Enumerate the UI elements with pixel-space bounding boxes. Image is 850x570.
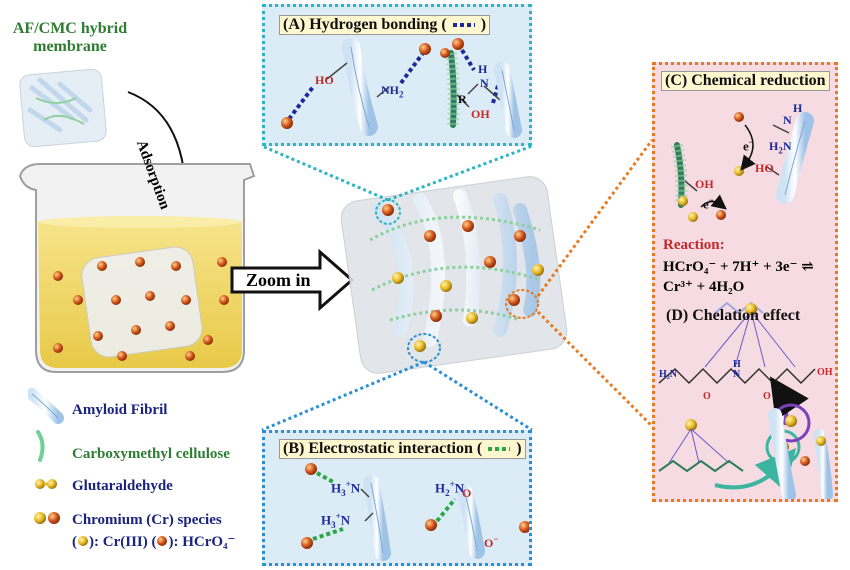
beaker	[18, 163, 256, 373]
legend-chromium-detail-a: (	[72, 534, 77, 550]
zoom-circle-b	[407, 333, 441, 363]
label-amine-n: N	[480, 76, 489, 90]
connector-a	[261, 144, 533, 202]
panel-a-drawing	[281, 38, 509, 136]
label-h3n-top-n: N	[350, 480, 361, 496]
label-ho: HO	[315, 73, 334, 87]
label-h3n-top: H3+N	[331, 479, 361, 498]
panel-c-title: (C) Chemical reduction	[661, 71, 830, 91]
label-c-n: N	[783, 113, 792, 127]
label-d-oh: OH	[817, 367, 833, 378]
label-b-o-minus-o: O	[484, 536, 494, 550]
legend-cmc: Carboxymethyl cellulose	[72, 446, 230, 462]
label-amine-h: H	[478, 62, 488, 76]
label-b-o-minus: O−	[484, 534, 499, 550]
label-oh: OH	[471, 107, 490, 121]
legend-chromium-detail-c: ): HCrO₄⁻	[168, 534, 236, 550]
label-d-h2n: H₂N	[659, 369, 677, 380]
electrostatic-legend-line	[488, 447, 511, 451]
label-h3n-top-h: H	[331, 480, 342, 496]
panel-chemical-reduction: (C) Chemical reduction	[652, 62, 838, 502]
legend-amyloid: Amyloid Fibril	[72, 402, 168, 418]
panel-c-drawing	[658, 112, 833, 499]
label-d-h: H	[733, 359, 741, 370]
central-membrane	[340, 176, 568, 374]
reaction-line-1: HCrO₄⁻ + 7H⁺ + 3e⁻ ⇌	[663, 259, 814, 275]
hcro4-icon	[157, 536, 168, 546]
panel-a-title-text: (A) Hydrogen bonding (	[283, 16, 447, 33]
electron-label-top: e−	[743, 137, 754, 154]
hbond-legend-line	[452, 23, 475, 27]
membrane-title-line1: AF/CMC hybrid	[12, 20, 128, 37]
panel-a-title: (A) Hydrogen bonding ( )	[279, 15, 491, 35]
legend-icons	[28, 388, 64, 524]
label-amine-r: R	[458, 92, 467, 106]
label-c-ho: HO	[755, 161, 774, 175]
label-nh2: NH2	[381, 83, 404, 99]
label-d-n: N	[733, 369, 741, 380]
legend-chromium-detail: ( ): Cr(III) ( ): HCrO₄⁻	[72, 532, 235, 551]
membrane-title: AF/CMC hybrid membrane	[10, 20, 130, 56]
membrane-sample	[19, 68, 107, 148]
label-h2n-n: N	[454, 480, 465, 496]
panel-hydrogen-bonding: (A) Hydrogen bonding ( ) HO NH2 OH	[262, 4, 532, 146]
electron-label-bottom: e−	[703, 195, 714, 212]
label-nh-sub: 2	[399, 89, 404, 100]
label-d-o2: O	[763, 391, 771, 402]
legend-chromium-detail-b: ): Cr(III) (	[89, 534, 157, 550]
reaction-title: Reaction:	[663, 237, 725, 253]
panel-electrostatic: (B) Electrostatic interaction ( ) H3+N H…	[262, 430, 532, 566]
label-c-h2n-n: N	[782, 139, 792, 153]
membrane-title-line2: membrane	[33, 38, 107, 55]
reaction-line-2: Cr³⁺ + 4H₂O	[663, 279, 745, 295]
label-h3n-bottom-h: H	[321, 512, 332, 528]
electron-bottom-e: e	[703, 196, 709, 212]
label-c-oh: OH	[695, 177, 714, 191]
zoom-label: Zoom in	[246, 270, 311, 290]
beaker-particles	[53, 257, 229, 361]
label-b-o: O	[462, 486, 472, 500]
label-c-h2n: H2N	[769, 139, 792, 156]
connector-c	[536, 139, 654, 428]
cr-iii-icon	[78, 536, 88, 546]
panel-b-title: (B) Electrostatic interaction ( )	[279, 439, 526, 459]
label-h2n-h: H	[435, 480, 446, 496]
label-d-o1: O	[703, 391, 711, 402]
panel-b-title-end: )	[516, 440, 522, 457]
legend-chromium: Chromium (Cr) species	[72, 512, 222, 528]
label-h2n: H2+N	[435, 479, 465, 498]
legend-glutaraldehyde: Glutaraldehyde	[72, 478, 173, 494]
label-nh: NH	[381, 83, 399, 97]
panel-d-title: (D) Chelation effect	[666, 307, 801, 324]
panel-a-amine-drawing	[452, 38, 522, 138]
label-c-h: H	[793, 101, 803, 115]
zoom-circle-c	[505, 289, 539, 319]
zoom-arrow	[230, 248, 355, 312]
panel-a-amine	[520, 30, 630, 140]
label-h3n-bottom: H3+N	[321, 511, 351, 530]
electron-top-e: e	[743, 138, 749, 154]
connector-b	[261, 360, 533, 432]
panel-b-drawing	[301, 463, 529, 561]
label-c-h2n-h: H	[769, 139, 779, 153]
label-h3n-bottom-n: N	[340, 512, 351, 528]
panel-b-title-text: (B) Electrostatic interaction (	[283, 440, 483, 457]
panel-a-title-end: )	[480, 16, 487, 33]
